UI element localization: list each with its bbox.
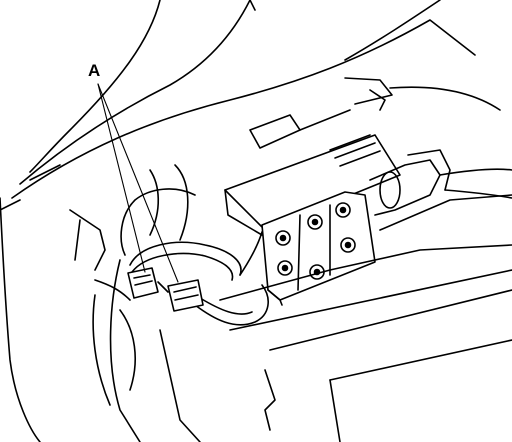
- lower-panel: [69, 209, 512, 442]
- column-housing: [224, 77, 501, 236]
- steering-shaft: [369, 149, 512, 231]
- connector-a: [127, 267, 204, 312]
- mounting-bracket: [261, 191, 376, 306]
- dashboard-panel: [0, 0, 476, 442]
- callout-leader-a: [97, 83, 179, 283]
- callout-label-a: A: [88, 61, 101, 80]
- wiring-harness: [94, 164, 269, 326]
